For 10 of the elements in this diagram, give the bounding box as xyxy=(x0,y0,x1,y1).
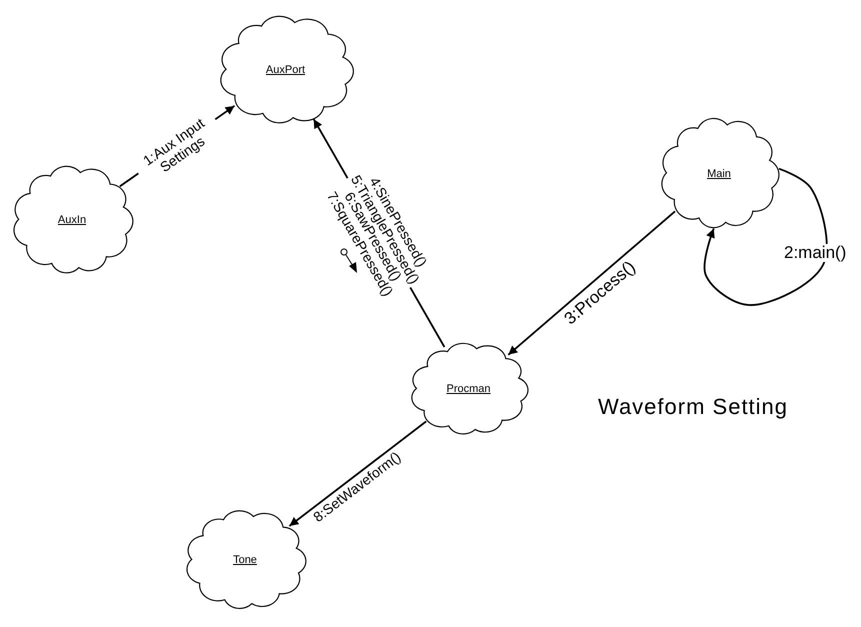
message-arrow xyxy=(704,168,828,306)
object-name: Main xyxy=(707,168,731,180)
edge-label: 2:main() xyxy=(784,244,846,262)
message-arrow xyxy=(288,420,427,527)
diagram-title: Waveform Setting xyxy=(598,394,788,420)
object-name: AuxIn xyxy=(58,214,86,226)
message-arrow xyxy=(508,210,676,356)
object-name: AuxPort xyxy=(266,64,306,76)
object-name: Tone xyxy=(233,554,257,566)
object-name: Procman xyxy=(446,383,491,395)
